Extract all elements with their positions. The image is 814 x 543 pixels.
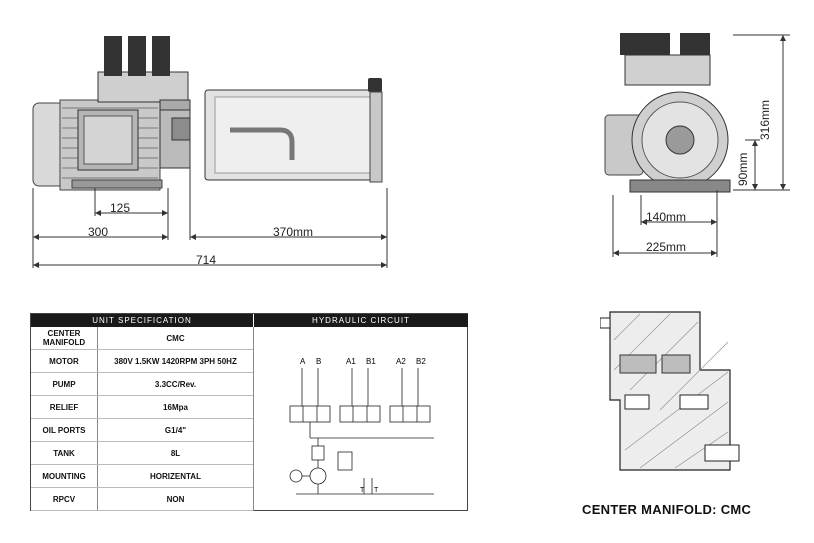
spec-label: RELIEF [31,395,98,419]
front-view-drawing [32,36,388,268]
spec-label: TANK [31,441,98,465]
side-view-drawing [604,33,790,257]
port-b2-label: B2 [416,357,426,366]
hydraulic-circuit-diagram: A B A1 B1 A2 B2 T T [289,357,434,495]
spec-value: G1/4" [97,418,253,442]
oil-tank [204,78,383,183]
dim-90: 90mm [736,152,750,186]
port-b-label: B [316,357,321,366]
front-dimension-lines [32,168,388,268]
side-dimension-lines [612,34,790,257]
spec-label: PUMP [31,372,98,396]
spec-value: HORIZENTAL [97,464,253,488]
center-manifold-section [600,311,740,471]
spec-label: OIL PORTS [31,418,98,442]
tank-port-label-1: T [360,487,365,494]
spec-value: NON [97,487,253,511]
valve-1 [289,405,331,423]
spec-value: 8L [97,441,253,465]
dim-316: 316mm [758,99,772,140]
manifold-caption: CENTER MANIFOLD: CMC [582,502,752,517]
motor-body [32,99,163,191]
spec-panel: UNIT SPECIFICATION HYDRAULIC CIRCUIT CEN… [30,313,468,511]
side-pump-body [604,33,731,193]
spec-label: MOTOR [31,349,98,373]
spec-label: RPCV [31,487,98,511]
spec-value: 3.3CC/Rev. [97,372,253,396]
valve-2 [339,405,381,423]
dim-125: 125 [110,201,131,215]
dim-714: 714 [196,253,217,267]
tank-port-label-2: T [374,487,379,494]
spec-value: 380V 1.5KW 1420RPM 3PH 50HZ [97,349,253,373]
port-a1-label: A1 [346,357,356,366]
port-a2-label: A2 [396,357,406,366]
port-a-label: A [300,357,306,366]
dim-225: 225mm [646,240,687,254]
dim-300: 300 [88,225,109,239]
dim-140: 140mm [646,210,687,224]
unit-spec-header: UNIT SPECIFICATION [31,314,253,327]
hydraulic-circuit-header: HYDRAULIC CIRCUIT [254,314,468,327]
spec-value: 16Mpa [97,395,253,419]
panel-divider [253,327,254,511]
valve-3 [389,405,431,423]
dim-370: 370mm [273,225,314,239]
valve-stack [97,36,191,169]
spec-value: CMC [97,327,253,350]
spec-label: CENTER MANIFOLD [31,327,98,350]
port-b1-label: B1 [366,357,376,366]
spec-label: MOUNTING [31,464,98,488]
